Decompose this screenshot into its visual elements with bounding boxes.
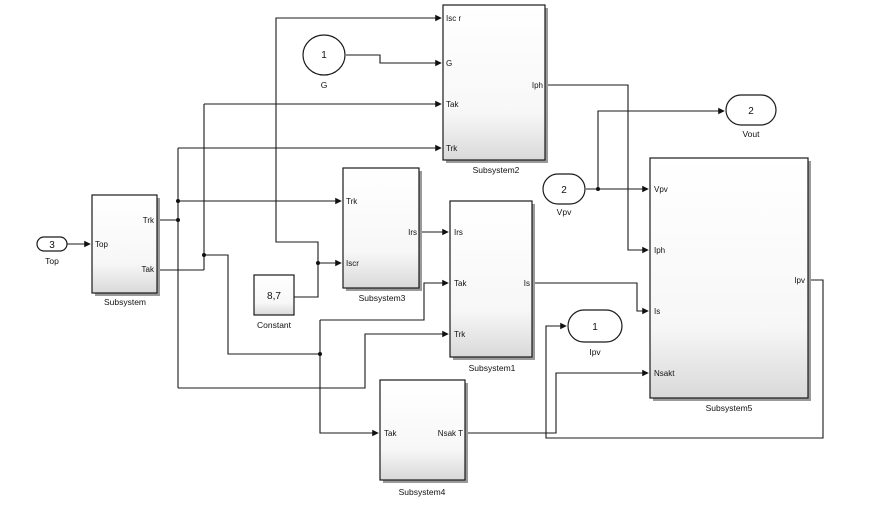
svg-text:Is: Is <box>654 307 660 316</box>
svg-text:Vpv: Vpv <box>654 185 668 194</box>
svg-text:Trk: Trk <box>143 216 155 225</box>
svg-text:Irs: Irs <box>408 228 417 237</box>
inport-top[interactable]: 3 Top <box>36 236 68 266</box>
svg-text:Irs: Irs <box>454 228 463 237</box>
svg-text:Subsystem3: Subsystem3 <box>359 293 406 303</box>
svg-text:Nsakt: Nsakt <box>654 369 675 378</box>
svg-text:Is: Is <box>524 279 530 288</box>
svg-text:Iscr: Iscr <box>346 259 359 268</box>
svg-text:2: 2 <box>748 106 754 117</box>
svg-text:Subsystem4: Subsystem4 <box>399 487 446 497</box>
svg-text:Constant: Constant <box>257 320 292 330</box>
svg-text:G: G <box>321 80 328 90</box>
outport-ipv[interactable]: 1 Ipv <box>567 309 623 357</box>
svg-text:Tak: Tak <box>446 100 459 109</box>
svg-text:Tak: Tak <box>384 429 397 438</box>
subsystem1-block[interactable]: Irs Tak Trk Is Subsystem1 <box>449 200 535 373</box>
svg-text:1: 1 <box>592 322 598 333</box>
svg-text:3: 3 <box>49 240 55 251</box>
svg-text:Isc r: Isc r <box>446 14 461 23</box>
outport-vout[interactable]: 2 Vout <box>725 94 777 139</box>
inport-vpv[interactable]: 2 Vpv <box>542 173 586 217</box>
svg-text:Subsystem1: Subsystem1 <box>469 363 516 373</box>
svg-text:Tak: Tak <box>454 279 467 288</box>
subsystem-block[interactable]: Top Trk Tak Subsystem <box>91 194 160 307</box>
svg-text:Tak: Tak <box>142 265 155 274</box>
svg-text:Iph: Iph <box>654 246 665 255</box>
svg-text:Nsak T: Nsak T <box>438 429 463 438</box>
svg-text:Top: Top <box>95 240 108 249</box>
svg-text:Top: Top <box>45 256 59 266</box>
subsystem2-block[interactable]: Isc r G Tak Trk Iph Subsystem2 <box>442 4 548 175</box>
svg-text:Subsystem2: Subsystem2 <box>473 165 520 175</box>
svg-text:Vpv: Vpv <box>557 207 572 217</box>
svg-text:Ipv: Ipv <box>589 347 601 357</box>
subsystem5-block[interactable]: Vpv Iph Is Nsakt Ipv Subsystem5 <box>649 157 811 413</box>
signal-lines <box>67 14 824 439</box>
svg-text:Ipv: Ipv <box>794 276 805 285</box>
svg-text:1: 1 <box>321 50 327 61</box>
svg-text:Subsystem: Subsystem <box>104 297 146 307</box>
svg-text:Iph: Iph <box>532 81 543 90</box>
svg-text:8,7: 8,7 <box>267 291 281 302</box>
subsystem3-block[interactable]: Trk Iscr Irs Subsystem3 <box>342 167 422 303</box>
svg-text:2: 2 <box>561 185 567 196</box>
svg-text:G: G <box>446 59 452 68</box>
svg-text:Trk: Trk <box>346 197 358 206</box>
svg-text:Vout: Vout <box>742 129 760 139</box>
svg-text:Trk: Trk <box>446 144 458 153</box>
subsystem4-block[interactable]: Tak Nsak T Subsystem4 <box>379 379 468 497</box>
svg-text:Trk: Trk <box>454 330 466 339</box>
inport-g[interactable]: 1 G <box>302 34 346 90</box>
svg-text:Subsystem5: Subsystem5 <box>706 403 753 413</box>
constant-block[interactable]: 8,7 Constant <box>253 274 295 330</box>
